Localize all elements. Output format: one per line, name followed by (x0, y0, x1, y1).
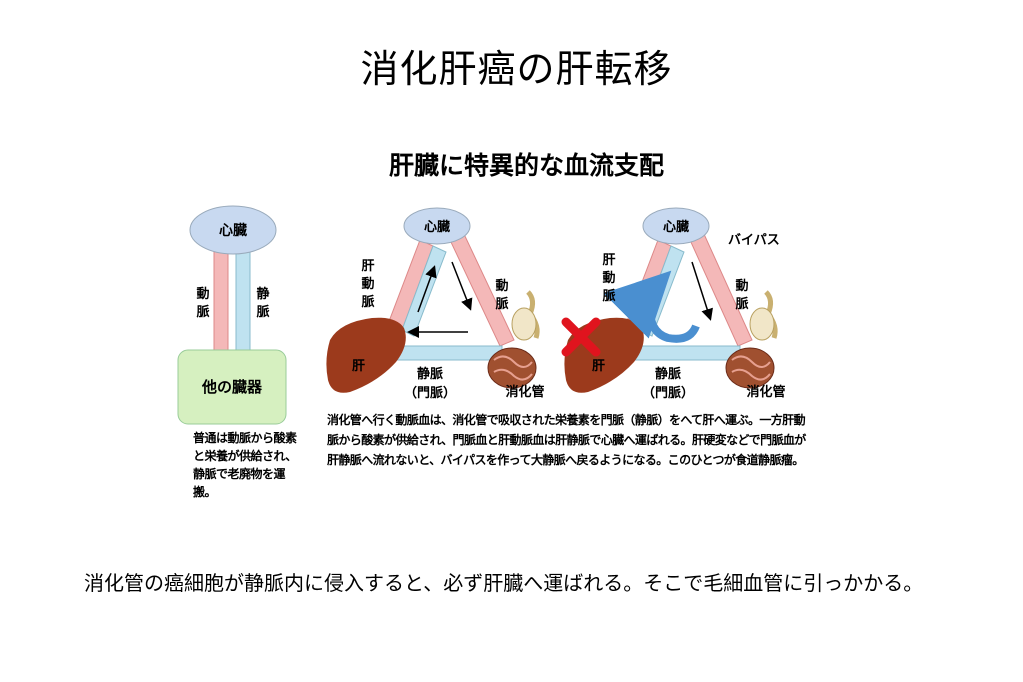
svg-text:肝: 肝 (361, 259, 374, 274)
heart-node (642, 207, 710, 245)
hepatic-artery-label: 肝 動 脈 (602, 253, 615, 304)
vein-char-2: 脈 (256, 304, 269, 320)
artery-vessel (213, 247, 229, 355)
slide-caption: 消化管の癌細胞が静脈内に侵入すると、必ず肝臓へ運ばれる。そこで毛細血管に引っかか… (84, 571, 924, 595)
flow-arrow-up (417, 265, 437, 313)
svg-text:動: 動 (602, 270, 615, 286)
artery-label: 動 脈 (735, 278, 748, 312)
slide-title: 消化肝癌の肝転移 (360, 47, 673, 91)
heart-label: 心臓 (424, 219, 450, 235)
svg-text:肝: 肝 (602, 253, 615, 268)
other-organ-box (177, 349, 287, 425)
main-explanation-note: 消化管へ行く動脈血は、消化管で吸収された栄養素を門脈（静脈）をへて肝へ運ぶ。一方… (327, 413, 806, 467)
svg-text:動: 動 (361, 276, 374, 292)
gut-icon (725, 290, 778, 389)
artery-label: 動 脈 (495, 278, 508, 312)
gut-icon (487, 290, 540, 389)
portal-vein-label-line1: 静脈 (655, 366, 681, 382)
bypass-label: バイパス (728, 233, 780, 248)
gut-label: 消化管 (505, 384, 544, 400)
artery-char-1: 動 (196, 286, 209, 302)
middle-panel: 心臓 肝 肝 動 脈 動 脈 静脈 （門脈） 消化管 (326, 207, 545, 401)
liver-icon (326, 317, 406, 393)
svg-text:動: 動 (495, 278, 508, 294)
right-panel: 心臓 バイパス 肝 肝 動 脈 動 脈 静脈 （門脈） 消化管 (561, 207, 786, 401)
left-panel: 心臓 他の臓器 動 脈 静 脈 (177, 205, 287, 425)
heart-node (189, 205, 277, 255)
vein-label: 静 脈 (256, 286, 269, 320)
left-panel-note: 普通は動脈から酸素と栄養が供給され、静脈で老廃物を運搬。 (193, 431, 297, 499)
portal-vein-label-line1: 静脈 (417, 366, 443, 382)
svg-text:脈: 脈 (602, 288, 615, 304)
hepatic-artery-label: 肝 動 脈 (361, 259, 374, 310)
svg-text:脈: 脈 (361, 294, 374, 310)
liver-label: 肝 (592, 359, 605, 374)
portal-vein-vessel (389, 345, 503, 361)
block-x-icon (561, 317, 601, 357)
heart-label: 心臓 (663, 219, 689, 235)
vein-vessel (235, 247, 251, 355)
liver-label: 肝 (352, 359, 365, 374)
heart-node (403, 207, 471, 245)
artery-label: 動 脈 (196, 286, 209, 320)
artery-char-2: 脈 (196, 304, 209, 320)
gut-label: 消化管 (746, 384, 785, 400)
vein-char-1: 静 (256, 286, 269, 302)
heart-label: 心臓 (219, 222, 247, 239)
svg-text:脈: 脈 (735, 296, 748, 312)
svg-text:脈: 脈 (495, 296, 508, 312)
figure-title: 肝臓に特異的な血流支配 (388, 151, 664, 180)
portal-vein-vessel (627, 345, 741, 361)
flow-arrow-down (691, 261, 713, 321)
other-organ-label: 他の臓器 (201, 378, 263, 396)
bypass-flow-arrow (603, 270, 700, 343)
svg-text:動: 動 (735, 278, 748, 294)
portal-vein-label-line2: （門脈） (404, 385, 456, 401)
portal-vein-label-line2: （門脈） (642, 385, 694, 401)
flow-arrow-down (451, 261, 473, 311)
